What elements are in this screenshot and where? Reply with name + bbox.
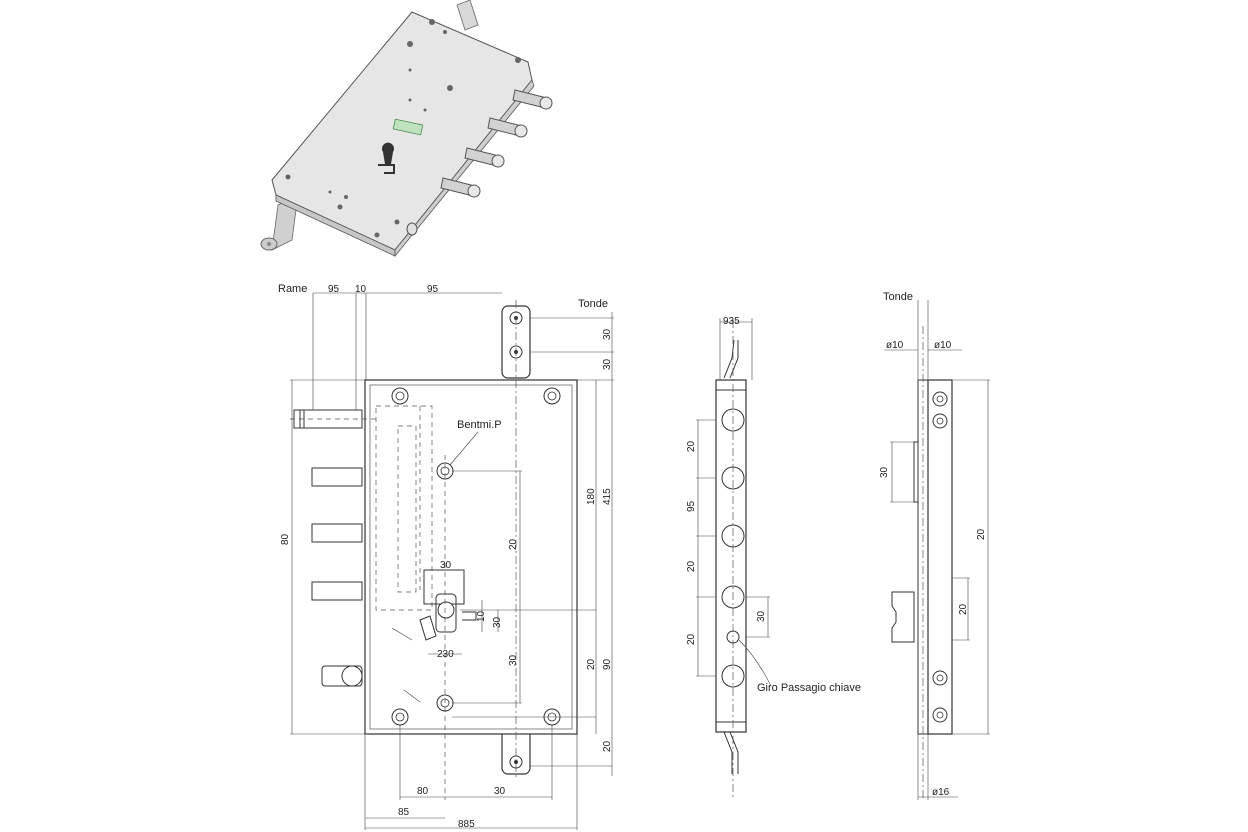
- side-left-dim-2: 95: [686, 500, 697, 512]
- isometric-bolts: [406, 89, 553, 236]
- right-dim-7: 20: [602, 740, 613, 752]
- inner-dim-1: 20: [508, 538, 519, 550]
- inner-dim-4: 30: [492, 616, 503, 628]
- right-dim-6: 90: [602, 658, 613, 670]
- edge-dia-right: ø10: [934, 340, 952, 351]
- front-right-label: Tonde: [578, 298, 608, 310]
- bottom-dim-4: 885: [458, 819, 475, 830]
- edge-right-dim: 20: [976, 528, 987, 540]
- bottom-dim-2: 30: [494, 786, 506, 797]
- inner-dim-5: 230: [437, 649, 454, 660]
- right-dim-1: 30: [602, 328, 613, 340]
- side-left-dim-3: 20: [686, 560, 697, 572]
- top-dim-1: 95: [328, 284, 340, 295]
- side-callout: Giro Passagio chiave: [757, 682, 861, 694]
- edge-top-label: Tonde: [883, 291, 913, 303]
- edge-bottom-dia: ø16: [932, 787, 950, 798]
- inner-dim-3: 10: [476, 610, 487, 622]
- side-view: [696, 318, 772, 800]
- top-dim-3: 95: [427, 284, 439, 295]
- isometric-lock-render: [260, 0, 553, 258]
- bolt-4: [311, 581, 363, 601]
- bolt-3: [311, 523, 363, 543]
- right-dim-2: 30: [602, 358, 613, 370]
- front-view: [290, 292, 614, 830]
- side-left-dim-1: 20: [686, 440, 697, 452]
- right-dim-3: 180: [586, 488, 597, 505]
- bottom-dim-3: 85: [398, 807, 410, 818]
- front-title-label: Rame: [278, 283, 307, 295]
- inner-dim-2: 30: [508, 654, 519, 666]
- edge-mid-dim: 20: [958, 603, 969, 615]
- edge-left-dim: 30: [879, 466, 890, 478]
- edge-view: [884, 300, 990, 800]
- right-dim-5: 20: [586, 658, 597, 670]
- bolt-2: [311, 467, 363, 487]
- side-right-dim-1: 30: [756, 610, 767, 622]
- bolt-callout: Bentmi.P: [457, 419, 502, 431]
- side-left-dim-4: 20: [686, 633, 697, 645]
- lock-plate: [364, 379, 578, 735]
- left-dim-1: 80: [280, 533, 291, 545]
- edge-dia-left: ø10: [886, 340, 904, 351]
- top-dim-2: 10: [355, 284, 367, 295]
- inner-dim-6: 30: [440, 560, 452, 571]
- right-dim-4: 415: [602, 488, 613, 505]
- side-top-dim: 935: [723, 316, 740, 327]
- bottom-dim-1: 80: [417, 786, 429, 797]
